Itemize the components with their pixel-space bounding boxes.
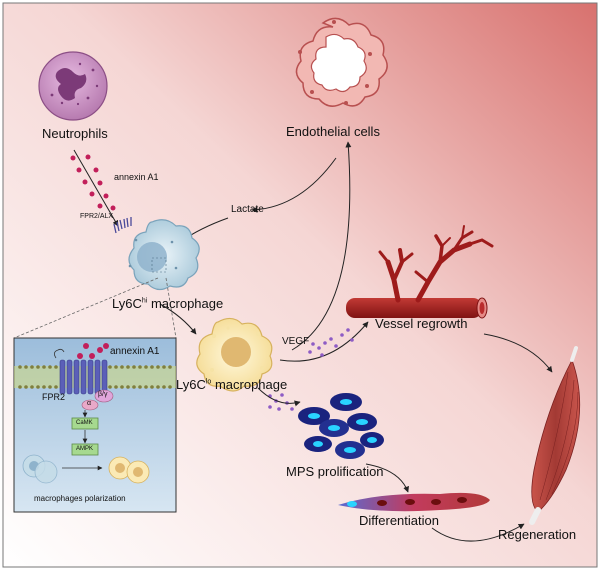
label-mps-prolification: MPS prolification — [286, 464, 384, 479]
label-vessel-regrowth: Vessel regrowth — [375, 316, 468, 331]
hi-to-lo-arrow — [159, 303, 197, 335]
inset-label-ampk: AMPK — [76, 446, 94, 452]
mps-cells — [298, 393, 384, 459]
label-ly6c-hi-macrophage: Ly6Chi macrophage — [112, 296, 223, 311]
vegf-dots — [308, 328, 354, 357]
inset-label-annexin-a1: annexin A1 — [110, 346, 160, 357]
ly6c-lo-prefix: Ly6C — [176, 377, 206, 392]
ly6c-hi-macrophage-cell — [128, 219, 200, 291]
inset-label-camk: CaMK — [76, 420, 93, 426]
label-lactate: Lactate — [231, 204, 264, 215]
label-annexin-a1: annexin A1 — [114, 172, 159, 182]
endothelial-cell-ring — [295, 17, 388, 107]
inset-label-polarization: macrophages polarization — [34, 494, 126, 503]
ly6c-hi-sup: hi — [141, 297, 148, 305]
zoom-line-right — [165, 277, 177, 339]
vessel-to-muscle-arrow — [483, 333, 553, 373]
annexin-dots-top — [70, 154, 116, 211]
neutrophil-cell — [38, 51, 108, 121]
signaling-inset — [13, 337, 177, 513]
blood-vessel — [346, 225, 494, 319]
label-fpr2-alx: FPR2/ALX — [80, 213, 114, 220]
label-ly6c-lo-macrophage: Ly6Clo macrophage — [176, 377, 287, 392]
label-endothelial-cells: Endothelial cells — [286, 124, 380, 139]
label-regeneration: Regeneration — [498, 527, 577, 542]
inset-label-alpha: α — [87, 400, 92, 407]
inset-label-fpr2: FPR2 — [42, 392, 66, 402]
zoom-line-left — [13, 277, 159, 339]
neutrophil-to-macrophage-arrow — [73, 149, 119, 227]
regenerated-muscle — [529, 346, 581, 525]
endothelial-to-lactate-arrow — [251, 157, 337, 213]
lo-to-endothelial-arrow — [291, 141, 352, 351]
vegf-arrow — [279, 321, 369, 362]
mps-to-differentiation-arrow — [365, 463, 409, 493]
label-differentiation: Differentiation — [359, 513, 439, 528]
differentiated-fiber — [338, 492, 490, 512]
ly6c-hi-suffix: macrophage — [150, 296, 224, 311]
label-vegf: VEGF — [282, 336, 310, 347]
ly6c-hi-prefix: Ly6C — [112, 296, 142, 311]
ly6c-lo-macrophage-cell — [196, 317, 273, 392]
label-neutrophils: Neutrophils — [42, 126, 108, 141]
fpr2-receptors — [113, 217, 132, 234]
lo-to-mps-arrow — [257, 387, 301, 407]
inset-label-beta-gamma: β/γ — [98, 391, 108, 398]
ly6c-lo-suffix: macrophage — [214, 377, 288, 392]
differentiation-to-regeneration-arrow — [431, 523, 525, 542]
ly6c-lo-sup: lo — [205, 378, 212, 386]
